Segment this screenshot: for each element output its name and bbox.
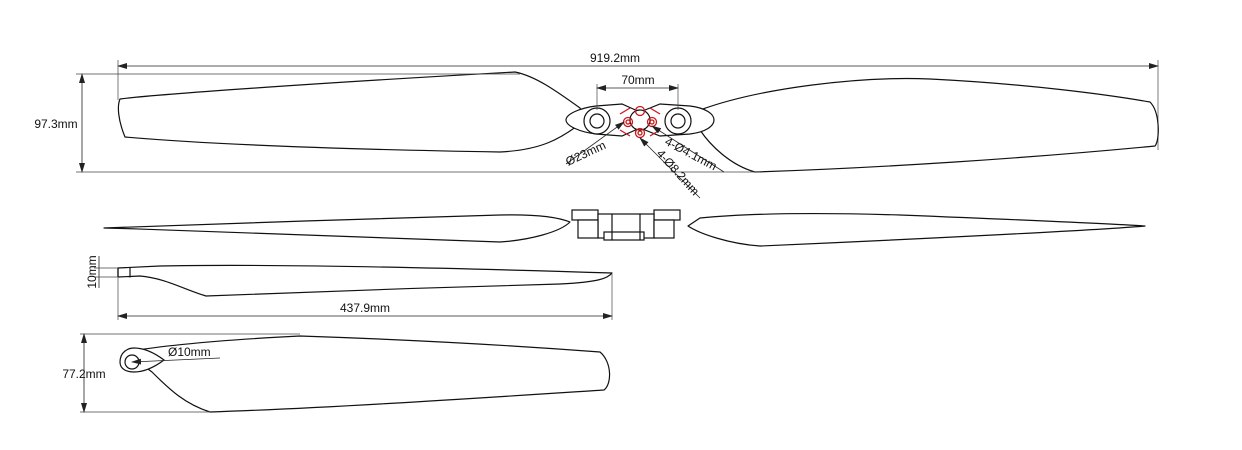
blade-chord-label: 77.2mm (62, 367, 105, 381)
large-holes-leader (639, 137, 701, 199)
hub-spacing-label: 70mm (621, 73, 654, 87)
side-view-right-blade (687, 212, 1146, 247)
hub-thickness-label: 10mm (85, 255, 99, 288)
blade-length-label: 437.9mm (340, 301, 390, 315)
top-view: 919.2mm 97.3mm 70mm Ø23mm (34, 51, 1159, 199)
left-blade-outline (117, 71, 586, 153)
mounting-hole-inner (625, 119, 631, 125)
root-hole-leader (131, 357, 221, 365)
single-blade-side-outline (117, 264, 613, 297)
blade-width-label: 97.3mm (34, 117, 77, 131)
side-hub-clamp (653, 219, 675, 239)
small-holes-leader (651, 125, 725, 173)
root-hole-label: Ø10mm (168, 345, 211, 359)
hub-diameter-label: Ø23mm (563, 138, 608, 169)
hub-bearing-left-inner (589, 113, 605, 129)
single-blade-top-outline (124, 335, 611, 413)
right-blade-outline (699, 77, 1159, 173)
side-view-left-blade (103, 214, 571, 243)
side-view (103, 209, 1146, 247)
hub-diameter-leader (565, 121, 625, 165)
hub-center (629, 109, 651, 131)
mounting-hole (634, 105, 646, 117)
mounting-hole-inner (637, 130, 643, 136)
hub-bearing-right-inner (670, 113, 686, 129)
overall-length-label: 919.2mm (590, 51, 640, 65)
single-blade-side-view: 10mm 437.9mm (85, 255, 613, 320)
side-hub-block (571, 209, 599, 221)
single-blade-top-view: Ø10mm 77.2mm (62, 333, 611, 413)
mounting-hole-inner (649, 119, 655, 125)
side-hub-block (653, 209, 681, 221)
side-hub-clamp (577, 219, 599, 239)
hole-pattern-marks (619, 107, 661, 137)
side-hub-base (603, 231, 645, 241)
